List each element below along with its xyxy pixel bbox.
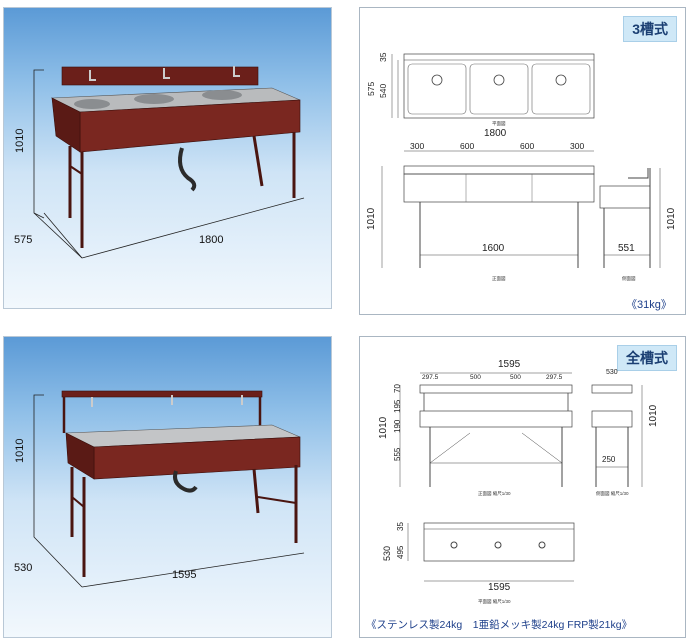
width-label: 1800 xyxy=(199,234,224,246)
plan-caption: 平面図 xyxy=(492,121,506,126)
type-tag: 3槽式 xyxy=(623,16,677,42)
height-label: 1010 xyxy=(14,438,26,463)
side-depth: 551 xyxy=(618,243,635,254)
height-label: 1010 xyxy=(14,128,26,153)
plan-d-inner: 540 xyxy=(378,83,388,98)
side-height: 1010 xyxy=(666,207,677,230)
front-seg-1: 297.5 xyxy=(422,374,439,381)
sink-3-plan-front-side xyxy=(381,53,661,268)
front-height: 1010 xyxy=(378,416,389,439)
front-width-total: 1595 xyxy=(498,359,521,370)
depth-label: 575 xyxy=(14,234,33,246)
sink-full-front-side-plan xyxy=(399,372,643,582)
side-inner: 250 xyxy=(602,455,616,464)
front-v-part-1: 70 xyxy=(393,384,402,393)
type-tag: 全槽式 xyxy=(617,345,677,371)
plan-d-top: 35 xyxy=(378,52,388,62)
plan-caption: 平面図 縮尺1/30 xyxy=(478,599,511,604)
front-seg-3: 600 xyxy=(520,141,535,151)
width-label: 1595 xyxy=(172,569,197,581)
front-seg-2: 600 xyxy=(460,141,475,151)
plan-d-inner: 495 xyxy=(396,545,405,559)
side-height: 1010 xyxy=(648,404,659,427)
depth-label: 530 xyxy=(14,562,33,574)
front-v-part-4: 555 xyxy=(393,447,402,461)
front-v-part-2: 195 xyxy=(393,399,402,413)
plan-d-top: 35 xyxy=(396,522,405,531)
sink-3-illustration xyxy=(33,66,305,259)
front-v-part-3: 190 xyxy=(393,419,402,433)
front-height: 1010 xyxy=(366,207,377,230)
front-leg-span: 1600 xyxy=(482,243,505,254)
weight-note: 《ステンレス製24kg 1亜鉛メッキ製24kg FRP製21kg》 xyxy=(366,619,633,631)
photo-3-sink: 1010 575 1800 xyxy=(3,7,332,309)
front-seg-3: 500 xyxy=(510,374,521,381)
weight-note: 《31kg》 xyxy=(626,299,672,311)
front-seg-4: 297.5 xyxy=(546,374,563,381)
front-width-total: 1800 xyxy=(484,128,507,139)
sink-full-illustration xyxy=(33,390,305,588)
drawing-full-sink: 全槽式 1595 297.5 500 500 297.5 1010 70 195 xyxy=(359,336,686,638)
front-caption: 正面図 xyxy=(492,276,506,281)
side-caption: 側面図 xyxy=(622,276,636,281)
drawing-3-sink: 3槽式 35 575 540 平面図 1800 300 600 xyxy=(359,7,686,315)
plan-d-total: 575 xyxy=(366,81,376,96)
plan-d-total: 530 xyxy=(382,545,392,561)
side-caption: 側面図 縮尺1/30 xyxy=(596,491,629,496)
front-seg-2: 500 xyxy=(470,374,481,381)
side-top: 530 xyxy=(606,369,618,376)
front-seg-1: 300 xyxy=(410,141,425,151)
photo-full-sink: 1010 530 1595 xyxy=(3,336,332,638)
front-seg-4: 300 xyxy=(570,141,585,151)
front-caption: 正面図 縮尺1/30 xyxy=(478,491,511,496)
plan-width: 1595 xyxy=(488,582,511,593)
